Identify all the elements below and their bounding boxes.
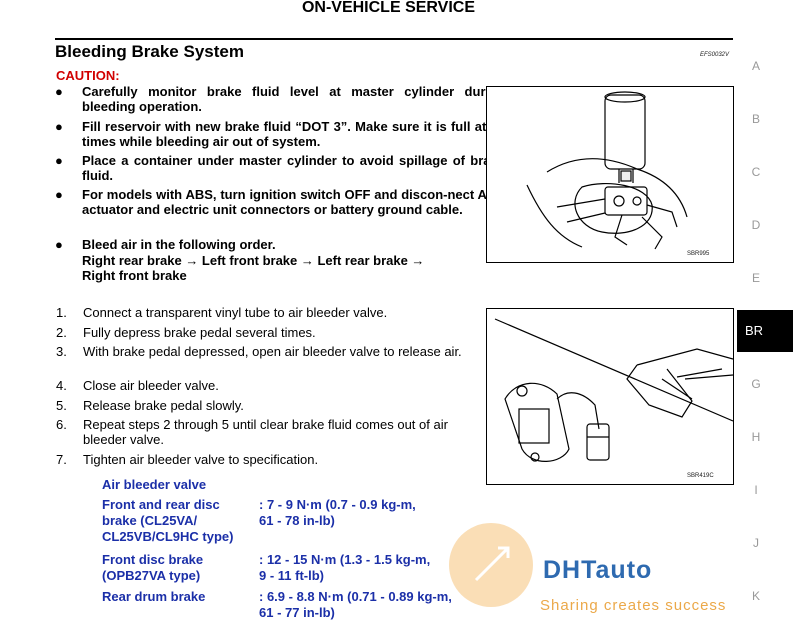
index-tab-a[interactable]: A bbox=[751, 59, 760, 73]
index-tab-br-active[interactable]: BR bbox=[737, 310, 793, 352]
document-code: EFS0032V bbox=[700, 52, 730, 58]
index-tab-b[interactable]: B bbox=[751, 112, 760, 126]
spec-value: : 7 - 9 N·m (0.7 - 0.9 kg-m, 61 - 78 in-… bbox=[259, 497, 416, 528]
spec-label: Front disc brake (OPB27VA type) bbox=[102, 552, 204, 583]
spec-label: Front and rear disc brake (CL25VA/ CL25V… bbox=[102, 497, 234, 544]
spec-value: : 12 - 15 N·m (1.3 - 1.5 kg-m, 9 - 11 ft… bbox=[259, 552, 431, 583]
bleeder-illustration bbox=[494, 318, 733, 462]
bullet-icon: ● bbox=[55, 119, 63, 134]
index-tab-i[interactable]: I bbox=[754, 483, 758, 497]
figure-code: SBR995 bbox=[687, 251, 710, 257]
bullet-icon: ● bbox=[55, 187, 63, 202]
index-tab-d[interactable]: D bbox=[751, 218, 761, 232]
caution-label: CAUTION: bbox=[56, 68, 120, 83]
spec-label: Rear drum brake bbox=[102, 589, 206, 604]
watermark-text: DHTauto bbox=[543, 556, 653, 584]
master-cylinder-illustration bbox=[526, 91, 688, 250]
bullet-icon: ● bbox=[55, 153, 63, 168]
index-tab-g[interactable]: G bbox=[751, 377, 761, 391]
index-tab-j[interactable]: J bbox=[753, 536, 759, 550]
header-rule bbox=[55, 38, 733, 40]
index-tab-k[interactable]: K bbox=[751, 589, 760, 603]
watermark-logo-icon bbox=[449, 523, 533, 607]
spec-heading: Air bleeder valve bbox=[102, 477, 207, 492]
bullet-icon: ● bbox=[55, 84, 63, 99]
index-tab-e[interactable]: E bbox=[751, 271, 760, 285]
index-tab-h[interactable]: H bbox=[751, 430, 761, 444]
watermark-tagline: Sharing creates success bbox=[540, 597, 727, 614]
page-header: ON-VEHICLE SERVICE bbox=[301, 0, 476, 16]
figure-master-cylinder: SBR995 bbox=[486, 86, 734, 263]
figure-code: SBR419C bbox=[687, 473, 714, 479]
figure-bleeder-setup: SBR419C bbox=[486, 308, 734, 485]
spec-value: : 6.9 - 8.8 N·m (0.71 - 0.89 kg-m, 61 - … bbox=[259, 589, 452, 620]
index-tab-c[interactable]: C bbox=[751, 165, 761, 179]
bullet-icon: ● bbox=[55, 237, 63, 252]
section-title: Bleeding Brake System bbox=[55, 42, 244, 61]
